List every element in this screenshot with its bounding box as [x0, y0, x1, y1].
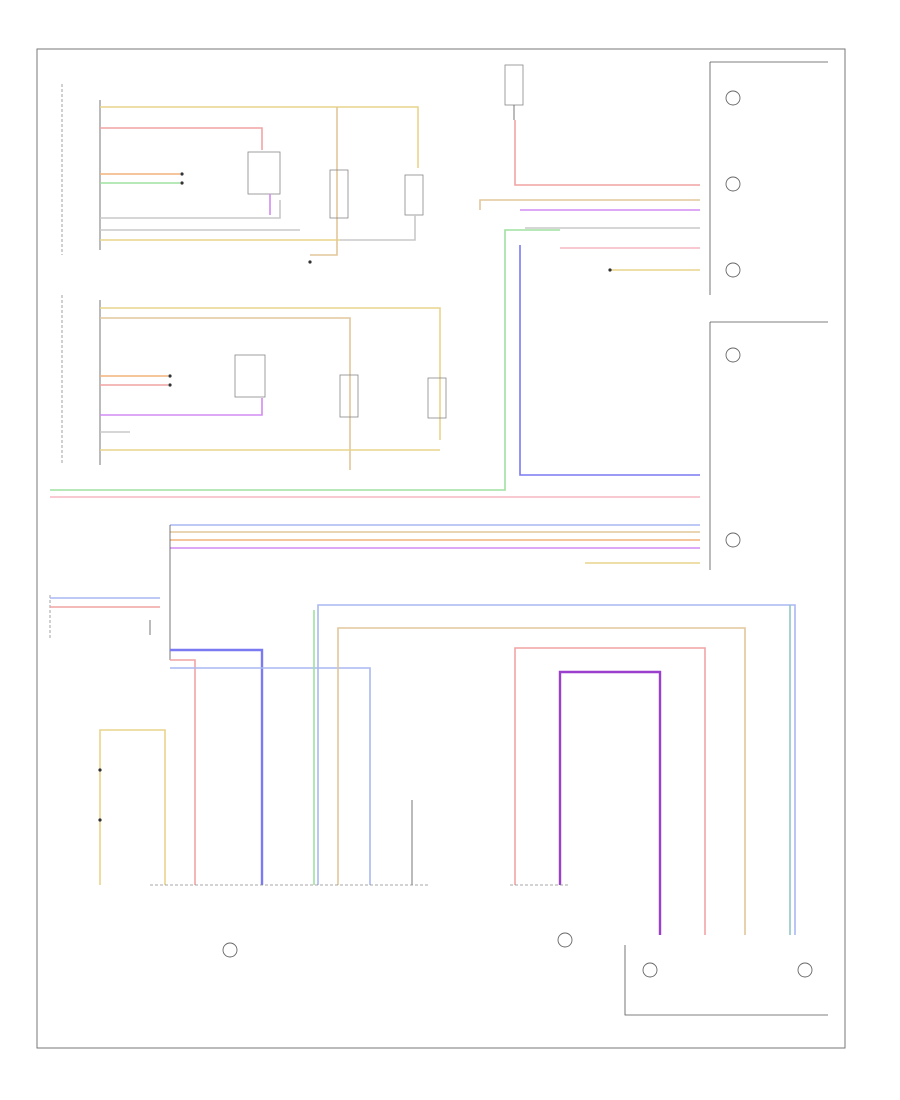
bottom-wiring — [98, 604, 796, 935]
left-connector — [49, 595, 160, 640]
middle-bus — [169, 524, 700, 660]
wire-green-long — [50, 229, 560, 491]
driver-seat-module — [61, 84, 424, 264]
rear-indicator-panel — [709, 321, 828, 570]
diagram-frame — [36, 48, 846, 1049]
bottom-components — [222, 932, 828, 1016]
passenger-seat-module — [61, 295, 447, 470]
top-connector — [479, 64, 700, 272]
wire-blue-long — [519, 245, 700, 476]
front-indicator-panel — [709, 61, 828, 295]
